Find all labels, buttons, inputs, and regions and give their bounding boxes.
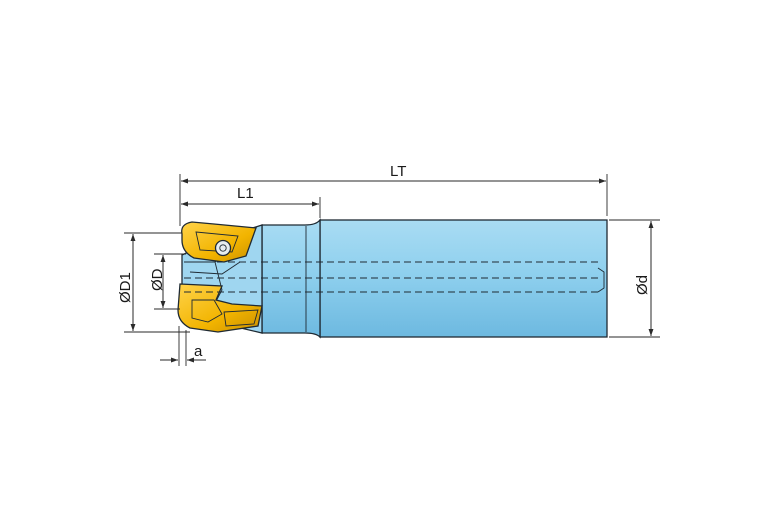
dimension-label-l1: L1 [237, 185, 254, 202]
shank [319, 219, 608, 338]
dimension-a: a [160, 326, 206, 366]
center-lines [184, 261, 602, 293]
dimension-d: ØD [149, 253, 186, 310]
insert-screw [214, 239, 232, 257]
head-body [261, 218, 321, 339]
dimension-shank-d: Ød [609, 219, 660, 338]
insert-top [181, 221, 257, 263]
dimension-label-shank-d: Ød [634, 275, 651, 295]
dimension-label-d1: ØD1 [117, 272, 134, 303]
insert-bottom [177, 283, 263, 333]
dimension-d1: ØD1 [117, 232, 190, 333]
dimension-lt: LT [179, 163, 608, 226]
dimension-label-lt: LT [390, 163, 406, 180]
dimension-label-a: a [194, 343, 203, 360]
dimension-l1: L1 [181, 185, 321, 218]
dimension-label-d: ØD [149, 268, 166, 291]
